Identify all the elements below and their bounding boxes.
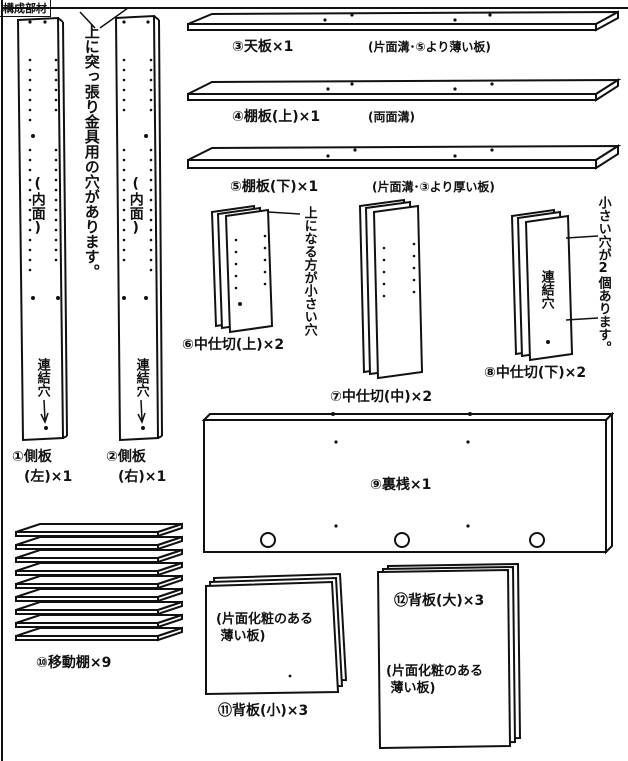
movable-shelf-side (157, 548, 183, 564)
lower-shelf-label: ⑤棚板(下)×1 (230, 179, 319, 195)
movable-shelf-edge (15, 622, 159, 628)
top-board-note: (片面溝･⑤より薄い板) (368, 40, 491, 54)
movable-shelf-side (157, 613, 183, 629)
side-right-inner-label: (内面) (127, 176, 144, 236)
divider-upper-label: ⑥中仕切(上)×2 (182, 337, 285, 353)
top-board-label: ③天板×1 (232, 39, 294, 55)
movable-shelf-stack (15, 522, 183, 642)
side-left-hole-label: 連結穴 (34, 358, 50, 397)
side-board-left-holes (28, 20, 60, 430)
back-small-note: (片面化粧のある 薄い板) (216, 612, 313, 644)
divider-lower-pointers (565, 235, 599, 321)
movable-shelf-side (157, 522, 183, 538)
back-board-large-drawing (376, 562, 522, 750)
back-board-small-drawing (205, 572, 348, 696)
movable-shelf-side (157, 600, 183, 616)
back-rail-drawing (201, 411, 615, 555)
side-left-inner-label: (内面) (29, 176, 46, 236)
divider-upper-pointer (267, 211, 301, 215)
back-small-label: ⑪背板(小)×3 (218, 703, 309, 719)
lower-shelf-note: (片面溝･③より厚い板) (372, 180, 495, 194)
side-right-label: ②側板 (106, 449, 146, 465)
divider-lower-label: ⑧中仕切(下)×2 (484, 365, 587, 381)
movable-shelf-edge (15, 635, 159, 641)
divider-upper-holes (234, 234, 267, 306)
movable-shelf-side (157, 561, 183, 577)
back-rail-large-holes (260, 532, 545, 548)
top-board-holes (323, 13, 492, 22)
side-right-sub: (右)×1 (118, 469, 167, 485)
movable-shelf-edge (15, 531, 159, 537)
movable-shelf-board (15, 549, 183, 559)
movable-shelf-board (15, 614, 183, 624)
movable-shelf-edge (15, 609, 159, 615)
top-board-drawing (187, 10, 619, 32)
movable-shelf-board (15, 575, 183, 585)
divider-upper-drawing (210, 204, 274, 334)
divider-middle-label: ⑦中仕切(中)×2 (330, 389, 433, 405)
movable-shelf-edge (15, 596, 159, 602)
side-board-right-holes (122, 20, 153, 430)
movable-shelf-side (157, 587, 183, 603)
movable-shelf-edge (15, 544, 159, 550)
movable-shelf-edge (15, 570, 159, 576)
back-rail-holes (331, 412, 472, 528)
movable-shelf-edge (15, 583, 159, 589)
movable-shelf-board (15, 588, 183, 598)
movable-shelf-board (15, 523, 183, 533)
side-right-hole-label: 連結穴 (133, 358, 149, 397)
divider-lower-drawing (510, 208, 574, 362)
divider-middle-holes (382, 242, 416, 298)
movable-shelf-side (157, 535, 183, 551)
divider-lower-hole-label: 連結穴 (538, 270, 554, 309)
upper-shelf-label: ④棚板(上)×1 (232, 109, 321, 125)
back-large-label: ⑫背板(大)×3 (394, 593, 485, 609)
divider-upper-note: 上になる方が小さい穴 (301, 206, 317, 336)
hole-arrows (40, 315, 552, 424)
movable-shelf-side (157, 626, 183, 642)
side-board-right-drawing (114, 14, 163, 442)
divider-lower-note: 小さい穴が2個あります。 (595, 196, 611, 354)
back-rail-label: ⑨裏桟×1 (370, 477, 432, 493)
back-large-note: (片面化粧のある 薄い板) (386, 664, 483, 696)
divider-middle-drawing (358, 198, 424, 380)
side-note-text: 上に突っ張り金具用の穴があります。 (82, 24, 101, 279)
upper-shelf-note: (両面溝) (368, 110, 415, 124)
divider-lower-holes (546, 340, 550, 344)
movable-shelf-label: ⑩移動棚×9 (36, 655, 112, 671)
movable-shelf-board (15, 627, 183, 637)
movable-shelf-side (157, 574, 183, 590)
side-board-left-drawing (16, 16, 68, 442)
lower-shelf-drawing (187, 144, 622, 170)
side-note-pointers (79, 7, 129, 29)
lower-shelf-holes (326, 148, 494, 158)
upper-shelf-holes (326, 82, 494, 91)
movable-shelf-board (15, 601, 183, 611)
movable-shelf-board (15, 562, 183, 572)
upper-shelf-drawing (187, 78, 622, 102)
movable-shelf-board (15, 536, 183, 546)
movable-shelf-edge (15, 557, 159, 563)
back-board-small-mark (288, 674, 292, 678)
side-left-sub: (左)×1 (24, 469, 73, 485)
side-left-label: ①側板 (12, 449, 52, 465)
